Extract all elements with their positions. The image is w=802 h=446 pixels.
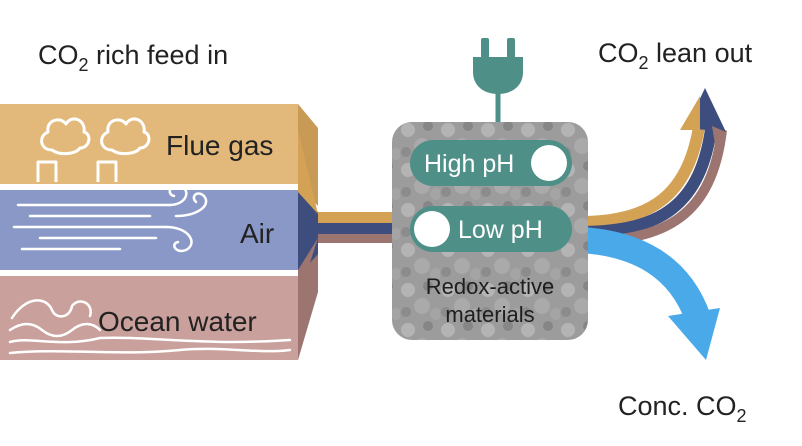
source-flue-gas (0, 104, 318, 206)
pipe-air-stripe (318, 223, 400, 234)
pipe-flue-stripe (318, 212, 400, 223)
source-air (0, 190, 318, 270)
reactor-caption-line2: materials (445, 302, 534, 327)
concentrated-co2-label: Conc. CO2 (618, 391, 747, 426)
lean-out-title: CO2 lean out (598, 38, 753, 73)
plug-icon (473, 38, 523, 130)
wind-icon (12, 184, 208, 253)
low-ph-label: Low pH (458, 216, 543, 244)
factory-smoke-icon (36, 117, 151, 182)
low-ph-toggle: Low pH (410, 206, 572, 252)
air-wedge (298, 194, 330, 268)
source-label-flue-gas: Flue gas (166, 130, 273, 161)
lean-out-arrow (579, 88, 727, 247)
concentrated-co2-arrow (580, 227, 720, 360)
feed-in-title: CO2 rich feed in (38, 40, 228, 75)
high-ph-toggle: High pH (410, 140, 572, 186)
high-ph-label: High pH (424, 150, 514, 178)
waves-icon (8, 299, 292, 355)
source-label-air: Air (240, 218, 274, 249)
flue-wedge (298, 130, 318, 214)
reactor-caption-line1: Redox-active (426, 274, 554, 299)
source-label-ocean-water: Ocean water (98, 306, 257, 337)
ocean-wedge (298, 238, 318, 300)
pipe-ocean-stripe (318, 234, 400, 243)
